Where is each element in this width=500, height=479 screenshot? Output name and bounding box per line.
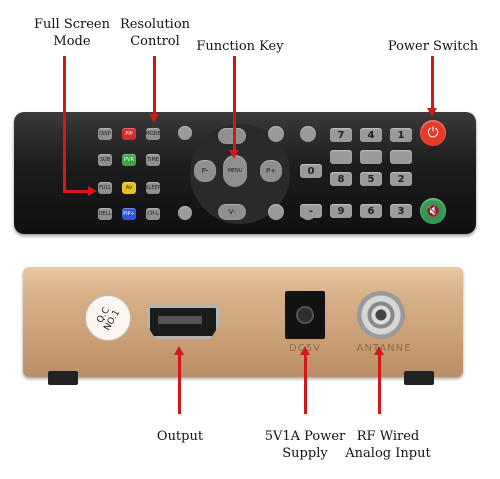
number-key[interactable]: 1 <box>390 128 412 142</box>
blue-button[interactable]: PIP+ <box>122 208 136 220</box>
red-button[interactable]: PIP <box>122 128 136 140</box>
remote-button[interactable]: TIME <box>146 154 160 166</box>
power-switch-arrow <box>431 56 434 110</box>
dpad-right[interactable]: P+ <box>260 160 282 182</box>
antenna-connector[interactable] <box>357 291 405 339</box>
hdmi-port[interactable] <box>147 305 219 339</box>
number-key[interactable]: 8 <box>330 172 352 186</box>
round-button[interactable] <box>178 206 192 220</box>
number-key[interactable] <box>390 150 412 164</box>
arrow-head <box>229 150 239 159</box>
number-key[interactable]: 9 <box>330 204 352 218</box>
full-screen-arrow <box>63 190 90 193</box>
power-button[interactable]: ⏻ <box>420 120 446 146</box>
round-button[interactable] <box>300 126 316 142</box>
number-key[interactable]: 0 <box>300 164 322 178</box>
menu-button[interactable]: MENU <box>223 155 247 187</box>
arrow-head <box>300 346 310 355</box>
rf-input-arrow <box>378 354 381 414</box>
number-key[interactable]: - <box>300 204 322 218</box>
resolution-button[interactable]: MODE <box>145 128 161 140</box>
qc-sticker: Q.C NO.1 <box>85 295 131 341</box>
mute-icon: 🔇 <box>425 204 441 218</box>
number-key[interactable]: 3 <box>390 204 412 218</box>
remote-button[interactable]: DISP <box>98 128 112 140</box>
function-key-arrow <box>233 56 236 152</box>
power-icon: ⏻ <box>427 125 439 141</box>
yellow-button[interactable]: AV <box>122 182 136 194</box>
arrow-head <box>427 108 437 117</box>
power-supply-arrow <box>304 354 307 414</box>
arrow-head <box>88 186 97 196</box>
full-screen-label: Full Screen Mode <box>33 17 110 49</box>
remote-control: DISP PIP MODE SUB PVR TIME FULL AV SLEEP… <box>14 112 476 234</box>
output-label: Output <box>156 429 204 444</box>
resolution-arrow <box>153 56 156 116</box>
full-screen-arrow <box>63 56 66 192</box>
arrow-head <box>374 346 384 355</box>
number-key[interactable]: 5 <box>360 172 382 186</box>
full-screen-button[interactable]: FULL <box>98 182 112 194</box>
number-key[interactable]: 2 <box>390 172 412 186</box>
arrow-head <box>149 114 159 123</box>
rf-input-label: RF Wired Analog Input <box>345 429 431 461</box>
number-key[interactable]: 7 <box>330 128 352 142</box>
box-foot-right <box>404 371 434 385</box>
dpad-left[interactable]: P- <box>194 160 216 182</box>
output-arrow <box>178 354 181 414</box>
power-switch-label: Power Switch <box>387 39 479 54</box>
dpad-up[interactable] <box>218 128 246 144</box>
number-key[interactable] <box>360 150 382 164</box>
remote-button[interactable]: DELL <box>98 208 112 220</box>
round-button[interactable] <box>178 126 192 140</box>
resolution-label: Resolution Control <box>119 17 191 49</box>
remote-button[interactable]: CH-L <box>146 208 160 220</box>
arrow-head <box>174 346 184 355</box>
number-key[interactable]: 6 <box>360 204 382 218</box>
round-button[interactable] <box>268 204 284 220</box>
power-supply-label: 5V1A Power Supply <box>264 429 346 461</box>
dc-jack[interactable] <box>285 291 325 339</box>
remote-button[interactable]: SLEEP <box>145 182 161 194</box>
box-foot-left <box>48 371 78 385</box>
number-key[interactable]: 4 <box>360 128 382 142</box>
dpad-down[interactable]: V- <box>218 204 246 220</box>
antenna-label: ANTANNE <box>356 343 412 354</box>
green-button[interactable]: PVR <box>122 154 136 166</box>
tv-box-rear-panel: Q.C NO.1 DC5V ANTANNE <box>23 267 463 377</box>
mute-button[interactable]: 🔇 <box>420 198 446 224</box>
round-button[interactable] <box>268 126 284 142</box>
function-key-label: Function Key <box>196 39 284 54</box>
remote-button[interactable]: SUB <box>98 154 112 166</box>
number-key[interactable] <box>330 150 352 164</box>
